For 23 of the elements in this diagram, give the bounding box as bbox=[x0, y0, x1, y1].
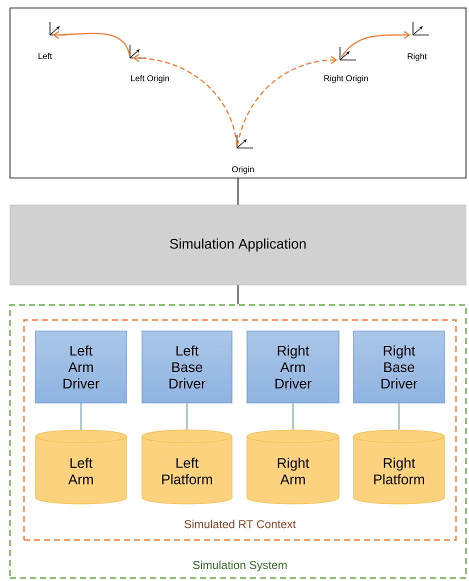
database-cylinder: Left Platform bbox=[142, 430, 232, 504]
trajectory-arrow bbox=[341, 30, 410, 58]
connector-line bbox=[80, 402, 82, 430]
frame-label: Right Origin bbox=[324, 75, 368, 83]
frame-label: Right bbox=[408, 53, 427, 61]
driver-box: Left Arm Driver bbox=[35, 330, 127, 404]
driver-box: Right Base Driver bbox=[353, 330, 445, 404]
trajectory-arrow bbox=[236, 56, 338, 146]
panel-box bbox=[10, 8, 466, 178]
application-band: Simulation Application bbox=[10, 204, 466, 286]
connector-line bbox=[186, 402, 188, 430]
driver-box: Left Base Driver bbox=[142, 330, 232, 404]
frame-label: Left Origin bbox=[131, 75, 169, 83]
trajectory-arrow bbox=[132, 54, 238, 146]
database-cylinder: Right Arm bbox=[246, 430, 340, 504]
database-cylinder: Right Platform bbox=[353, 430, 445, 504]
frame-label: Left bbox=[38, 52, 52, 60]
driver-box: Right Arm Driver bbox=[246, 330, 340, 404]
database-cylinder: Left Arm bbox=[35, 430, 127, 504]
trajectory-arrow bbox=[52, 30, 130, 56]
frame-label: Origin bbox=[232, 166, 254, 174]
connector-line bbox=[398, 402, 400, 430]
connector-line bbox=[292, 402, 294, 430]
